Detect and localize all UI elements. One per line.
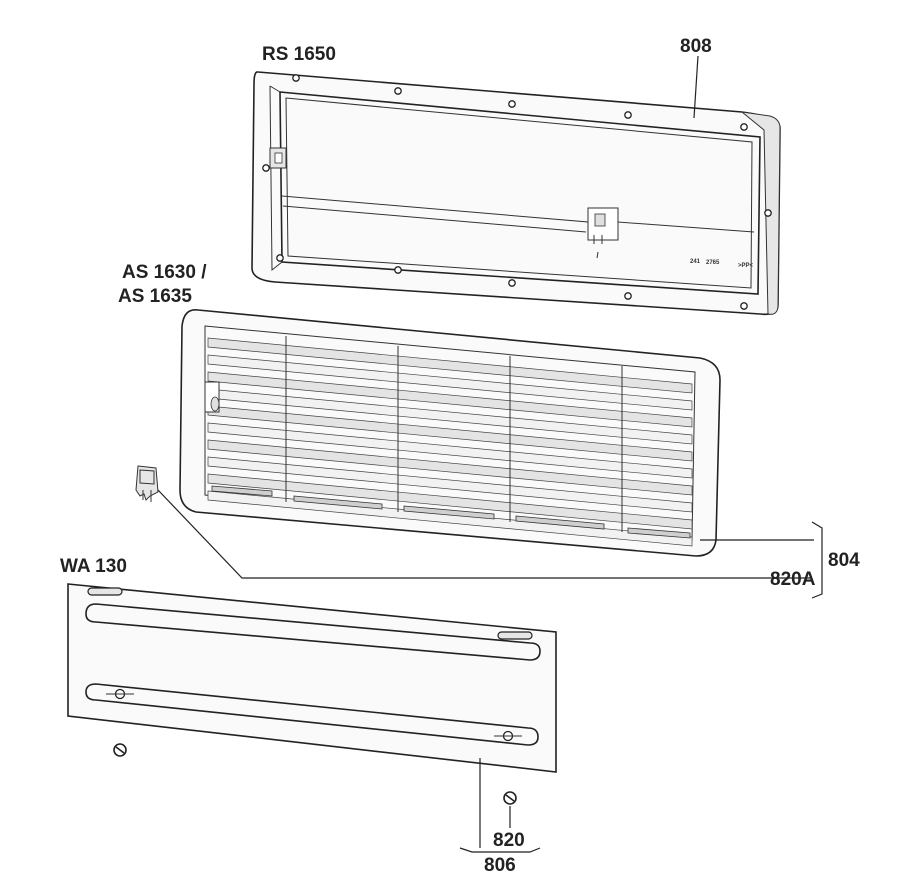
frame-stamp-part-b: 2765 [706, 260, 720, 266]
grille-slat [207, 422, 693, 479]
callout-806: 806 [484, 855, 516, 876]
label-rs1650: RS 1650 [262, 44, 336, 65]
clip-820a [135, 465, 812, 579]
keyhole-left [106, 688, 134, 700]
callout-820: 820 [493, 830, 525, 851]
callout-820a: 820A [770, 569, 816, 590]
winter-cover-wa130 [67, 583, 557, 853]
frame-screw-holes [262, 74, 772, 310]
fixing-screw-left [113, 743, 127, 757]
frame-stamp-part-a: 241 [690, 259, 701, 265]
label-wa130: WA 130 [60, 556, 127, 577]
frame-stamp-material: >PP< [738, 263, 754, 269]
label-as1630: AS 1630 / [122, 262, 207, 283]
ventilation-grille-as1630 [179, 309, 721, 557]
grille-slat [207, 354, 693, 411]
grille-slat [207, 456, 693, 513]
grille-group-bracket [700, 521, 823, 599]
callout-804: 804 [828, 550, 860, 571]
fixing-screw-right [503, 791, 517, 805]
label-as1635: AS 1635 [118, 286, 192, 307]
grille-slat [207, 371, 693, 428]
keyhole-right [494, 730, 522, 742]
grille-slat [207, 439, 693, 496]
grille-slat [207, 337, 693, 394]
grille-slat [207, 473, 693, 530]
callout-808: 808 [680, 36, 712, 57]
mounting-frame-rs1650: 241 2765 >PP< [251, 55, 781, 316]
grille-slats [207, 337, 693, 547]
